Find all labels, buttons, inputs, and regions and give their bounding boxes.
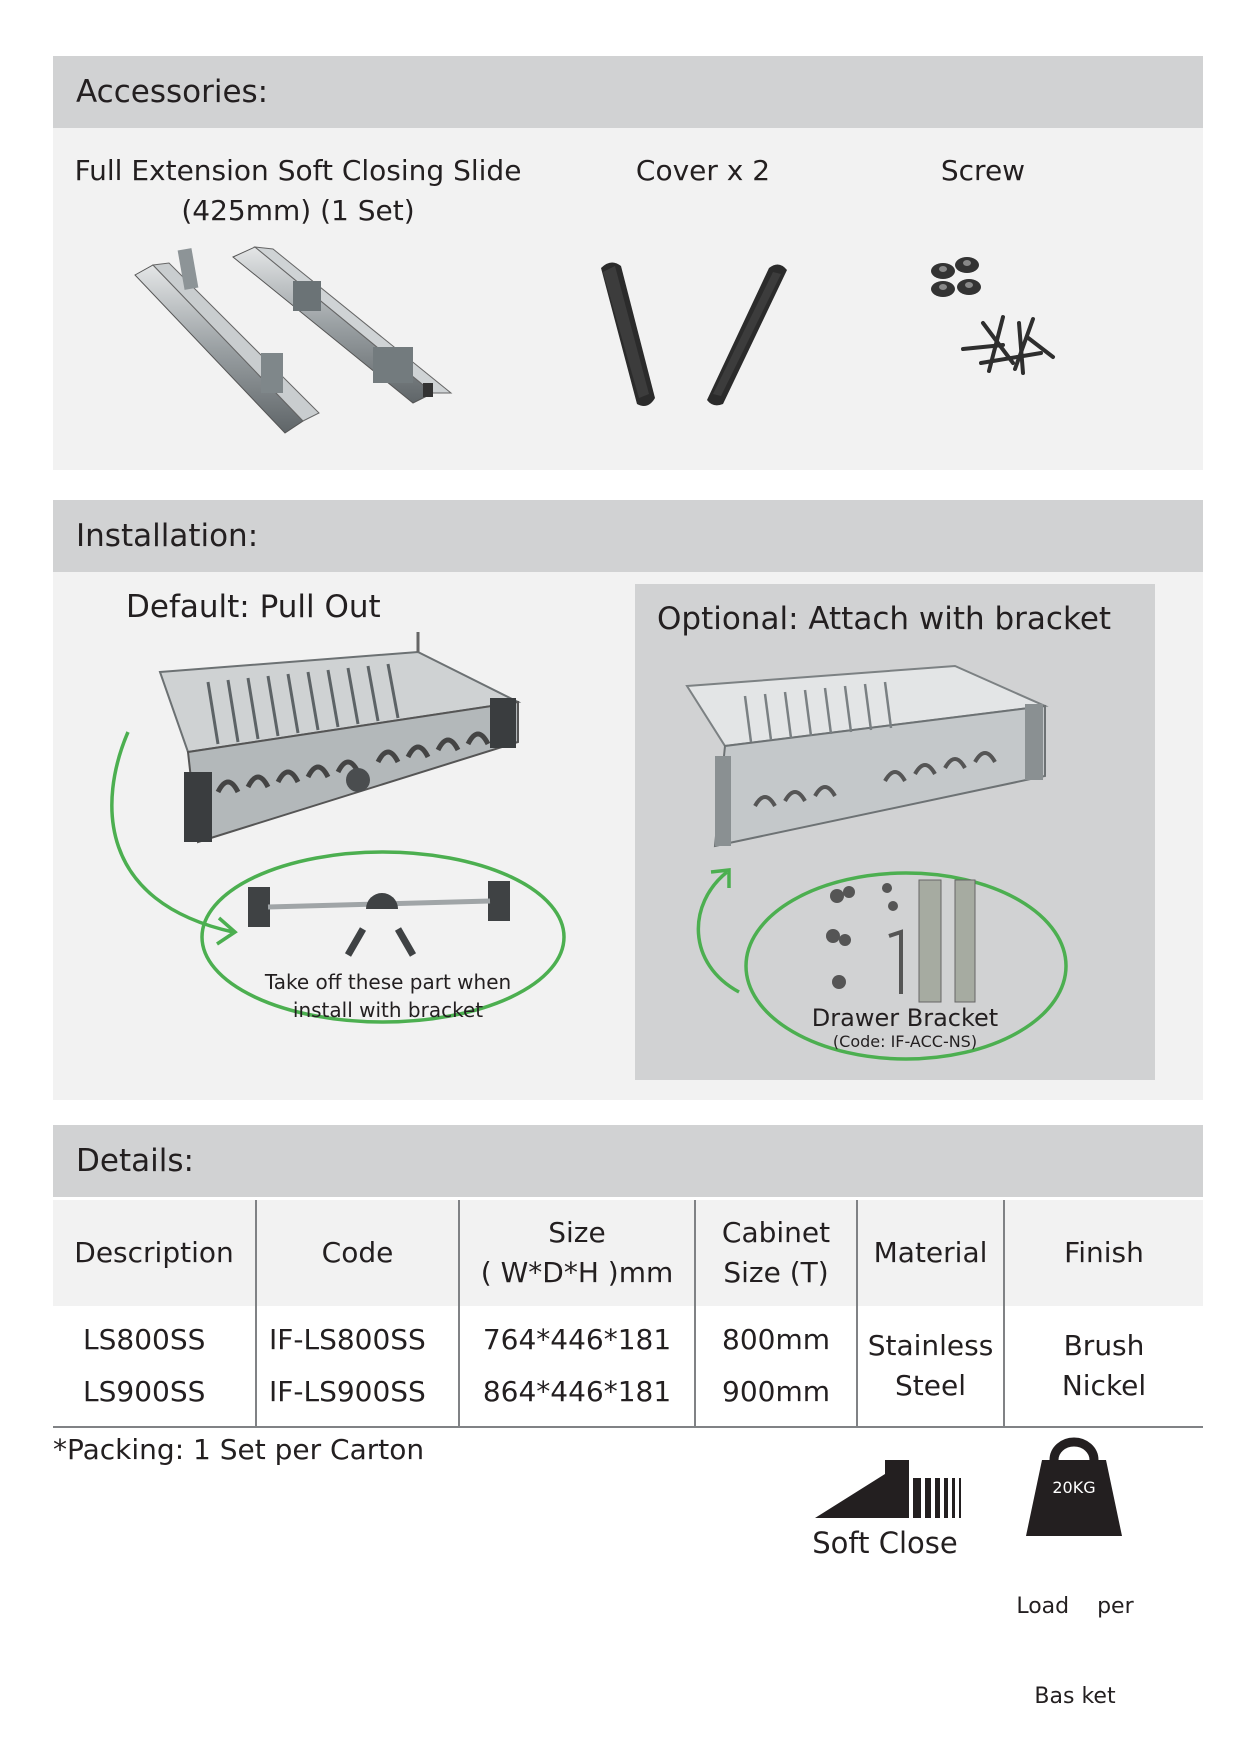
table-row: LS800SS LS900SS IF-LS800SS IF-LS900SS 76… bbox=[53, 1306, 1203, 1428]
load-per-basket-label: Load per Bas ket bbox=[1000, 1532, 1150, 1742]
column-cabinet-label: Cabinet bbox=[721, 1216, 831, 1249]
drawer-slide-image bbox=[134, 246, 453, 434]
column-size: Size ( W*D*H )mm bbox=[459, 1200, 696, 1306]
column-description-label: Description bbox=[74, 1236, 234, 1269]
column-size-label: Size bbox=[548, 1216, 606, 1249]
column-code: Code bbox=[256, 1200, 460, 1306]
cover-title: Cover x 2 bbox=[635, 154, 771, 187]
accessories-header: Accessories: bbox=[53, 56, 1203, 128]
installation-header: Installation: bbox=[53, 500, 1203, 572]
details-table: Description Code Size ( W*D*H )mm Cabine… bbox=[53, 1200, 1203, 1428]
drawer-bracket-label: Drawer Bracket bbox=[811, 1004, 999, 1032]
column-material-label: Material bbox=[873, 1236, 988, 1269]
row1-description: LS800SS bbox=[83, 1323, 206, 1356]
remove-parts-arrow bbox=[110, 731, 238, 946]
row2-description: LS900SS bbox=[83, 1375, 206, 1408]
row1-code: IF-LS800SS bbox=[269, 1323, 426, 1356]
optional-title: Optional: Attach with bracket bbox=[657, 601, 1112, 637]
column-finish-label: Finish bbox=[1064, 1236, 1144, 1269]
finish-line1: Brush bbox=[1063, 1329, 1145, 1362]
column-code-label: Code bbox=[321, 1236, 394, 1269]
column-size-unit: ( W*D*H )mm bbox=[480, 1256, 674, 1289]
installation-panel: Default: Pull Out bbox=[53, 572, 1203, 1100]
default-title: Default: Pull Out bbox=[126, 589, 381, 625]
finish-cell: Brush Nickel bbox=[1004, 1306, 1203, 1428]
cabinet-cell: 800mm 900mm bbox=[695, 1306, 858, 1428]
table-header-row: Description Code Size ( W*D*H )mm Cabine… bbox=[53, 1200, 1203, 1306]
remove-parts-note-line1: Take off these part when bbox=[264, 970, 512, 994]
column-material: Material bbox=[857, 1200, 1005, 1306]
soft-close-icon bbox=[815, 1460, 961, 1518]
drawer-bracket-code: (Code: IF-ACC-NS) bbox=[832, 1032, 978, 1051]
slide-title-line2: (425mm) (1 Set) bbox=[181, 194, 415, 227]
screw-title: Screw bbox=[940, 154, 1026, 187]
attach-bracket-arrow bbox=[696, 868, 740, 994]
row2-cabinet: 900mm bbox=[722, 1375, 830, 1408]
row2-size: 864*446*181 bbox=[482, 1375, 672, 1408]
code-cell: IF-LS800SS IF-LS900SS bbox=[256, 1306, 460, 1428]
finish-line2: Nickel bbox=[1061, 1369, 1147, 1402]
installation-heading: Installation: bbox=[76, 518, 259, 554]
optional-panel: Optional: Attach with bracket bbox=[635, 584, 1155, 1080]
row2-code: IF-LS900SS bbox=[269, 1375, 426, 1408]
accessories-panel: Full Extension Soft Closing Slide (425mm… bbox=[53, 128, 1203, 470]
remove-parts-note-line2: install with bracket bbox=[292, 998, 484, 1022]
material-line2: Steel bbox=[895, 1369, 966, 1402]
soft-close-label: Soft Close bbox=[812, 1526, 958, 1560]
covers-image bbox=[601, 262, 787, 406]
row1-cabinet: 800mm bbox=[722, 1323, 830, 1356]
details-header: Details: bbox=[53, 1125, 1203, 1197]
material-cell: Stainless Steel bbox=[857, 1306, 1005, 1428]
description-cell: LS800SS LS900SS bbox=[53, 1306, 257, 1428]
screws-image bbox=[931, 257, 1055, 375]
pull-out-basket-image bbox=[158, 632, 522, 844]
column-description: Description bbox=[53, 1200, 257, 1306]
column-finish: Finish bbox=[1004, 1200, 1203, 1306]
weight-icon bbox=[1026, 1437, 1122, 1536]
removable-parts-oval bbox=[200, 850, 566, 1024]
accessories-heading: Accessories: bbox=[76, 74, 269, 110]
size-cell: 764*446*181 864*446*181 bbox=[459, 1306, 696, 1428]
bracket-basket-image bbox=[685, 664, 1049, 848]
remove-parts-note: Take off these part when install with br… bbox=[253, 968, 523, 1024]
details-heading: Details: bbox=[76, 1143, 194, 1179]
material-line1: Stainless bbox=[867, 1329, 994, 1362]
slide-title-line1: Full Extension Soft Closing Slide bbox=[74, 154, 522, 187]
slide-title: Full Extension Soft Closing Slide (425mm… bbox=[53, 151, 543, 231]
load-line2: Bas ket bbox=[1034, 1684, 1116, 1709]
packing-note: *Packing: 1 Set per Carton bbox=[53, 1433, 425, 1466]
weight-value: 20KG bbox=[1052, 1478, 1096, 1497]
column-cabinet-label2: Size (T) bbox=[723, 1256, 829, 1289]
column-cabinet: Cabinet Size (T) bbox=[695, 1200, 858, 1306]
load-line1: Load per bbox=[1016, 1594, 1134, 1619]
drawer-bracket-oval bbox=[744, 871, 1068, 1061]
row1-size: 764*446*181 bbox=[482, 1323, 672, 1356]
